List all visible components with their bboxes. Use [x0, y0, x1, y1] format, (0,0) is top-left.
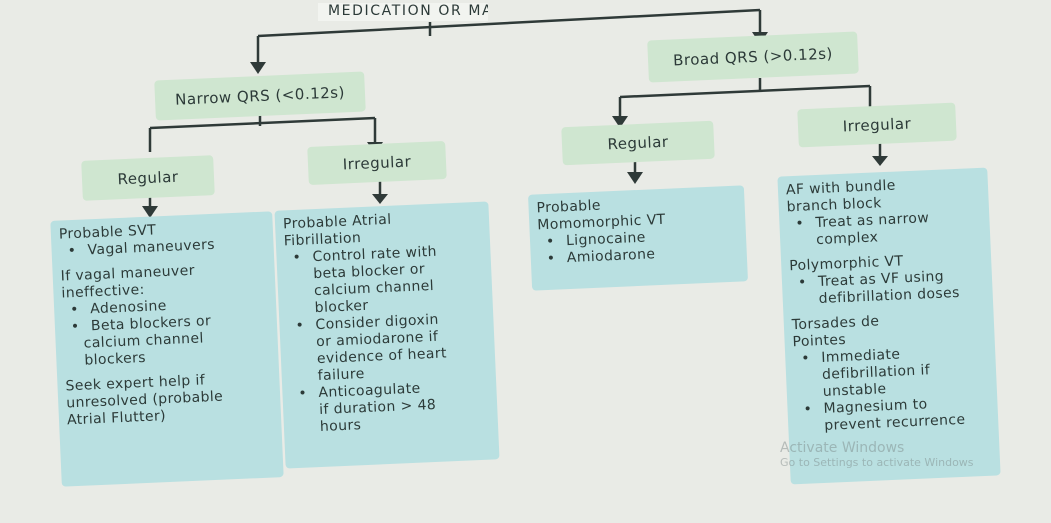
monomorphic-vt-box: Probable Momomorphic VT Lignocaine Amiod…	[528, 185, 748, 291]
watermark-line: Activate Windows	[780, 440, 905, 456]
atrial-fibrillation-box: Probable Atrial Fibrillation Control rat…	[274, 201, 500, 469]
activate-windows-watermark: Activate Windows Go to Settings to activ…	[780, 440, 974, 469]
narrow-irregular-node: Irregular	[307, 141, 447, 185]
svt-box: Probable SVT Vagal maneuvers If vagal ma…	[50, 211, 284, 487]
broad-irregular-node: Irregular	[797, 102, 957, 148]
narrow-regular-node: Regular	[81, 155, 215, 201]
watermark-line: Go to Settings to activate Windows	[780, 456, 974, 469]
broad-regular-node: Regular	[561, 120, 715, 166]
chart-title: MEDICATION OR MAN	[318, 3, 488, 21]
broad-irregular-box: AF with bundle branch block Treat as nar…	[777, 167, 1001, 485]
